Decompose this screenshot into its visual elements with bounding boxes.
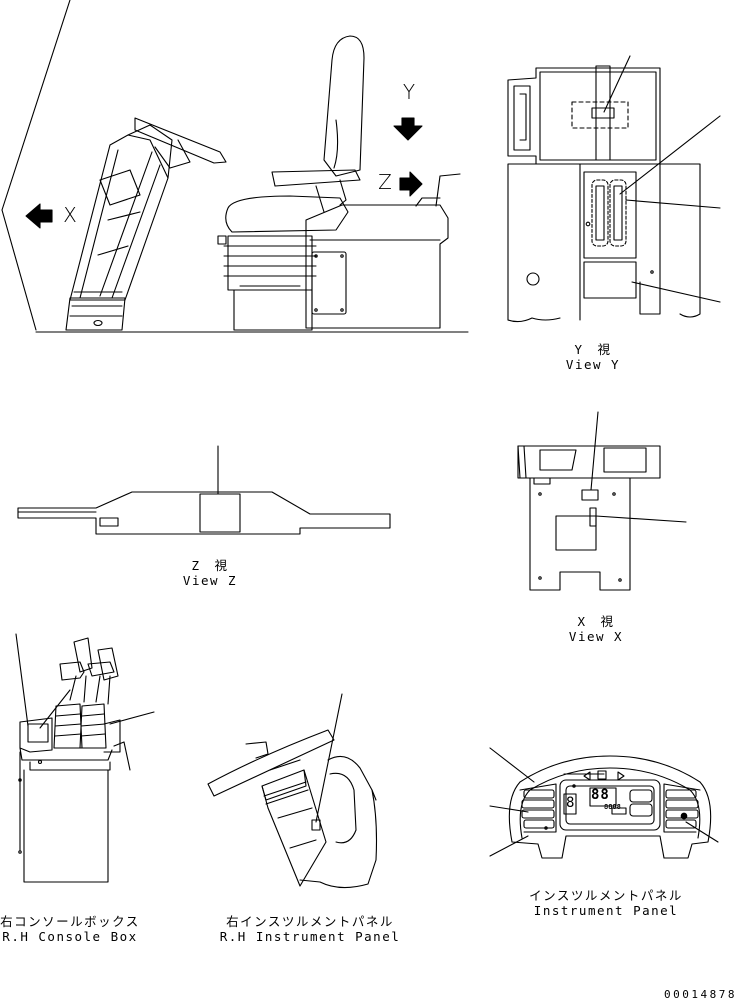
arrow-label-y: Y — [402, 80, 416, 104]
arrow-label-x: X — [63, 203, 77, 227]
rh-console-en: R.H Console Box — [2, 929, 138, 944]
arrow-label-z: Z — [378, 170, 392, 194]
rh-instrument-en: R.H Instrument Panel — [219, 929, 401, 944]
instrument-en: Instrument Panel — [533, 903, 679, 918]
view-y-caption: Y 視 View Y — [566, 342, 620, 372]
view-x-ja: X 視 — [577, 614, 615, 629]
view-z-ja: Z 視 — [191, 558, 229, 573]
gauge-digits: 88 — [591, 787, 610, 803]
rh-console-caption: 右コンソールボックス R.H Console Box — [0, 914, 140, 944]
rh-instrument-panel-drawing — [208, 694, 377, 888]
instrument-caption: インスツルメントパネル Instrument Panel — [529, 888, 683, 918]
rh-instrument-ja: 右インスツルメントパネル — [226, 914, 394, 929]
rh-console-ja: 右コンソールボックス — [0, 914, 140, 929]
instrument-ja: インスツルメントパネル — [529, 888, 683, 903]
rh-console-box-drawing — [16, 634, 154, 882]
cab-side-view — [2, 0, 468, 332]
view-x-caption: X 視 View X — [569, 614, 623, 644]
document-number: 00014878 — [664, 988, 737, 1001]
view-y-en: View Y — [565, 357, 621, 372]
instrument-panel-drawing — [490, 748, 718, 858]
gauge-small-digits: 8888 — [604, 803, 621, 811]
view-y-drawing — [508, 56, 720, 322]
view-z-drawing — [18, 446, 390, 534]
view-z-en: View Z — [182, 573, 238, 588]
rh-instrument-caption: 右インスツルメントパネル R.H Instrument Panel — [220, 914, 401, 944]
view-z-caption: Z 視 View Z — [183, 558, 237, 588]
gauge-single-digit: 8 — [566, 795, 575, 811]
view-x-drawing — [518, 412, 686, 590]
view-y-ja: Y 視 — [574, 342, 612, 357]
view-x-en: View X — [568, 629, 624, 644]
